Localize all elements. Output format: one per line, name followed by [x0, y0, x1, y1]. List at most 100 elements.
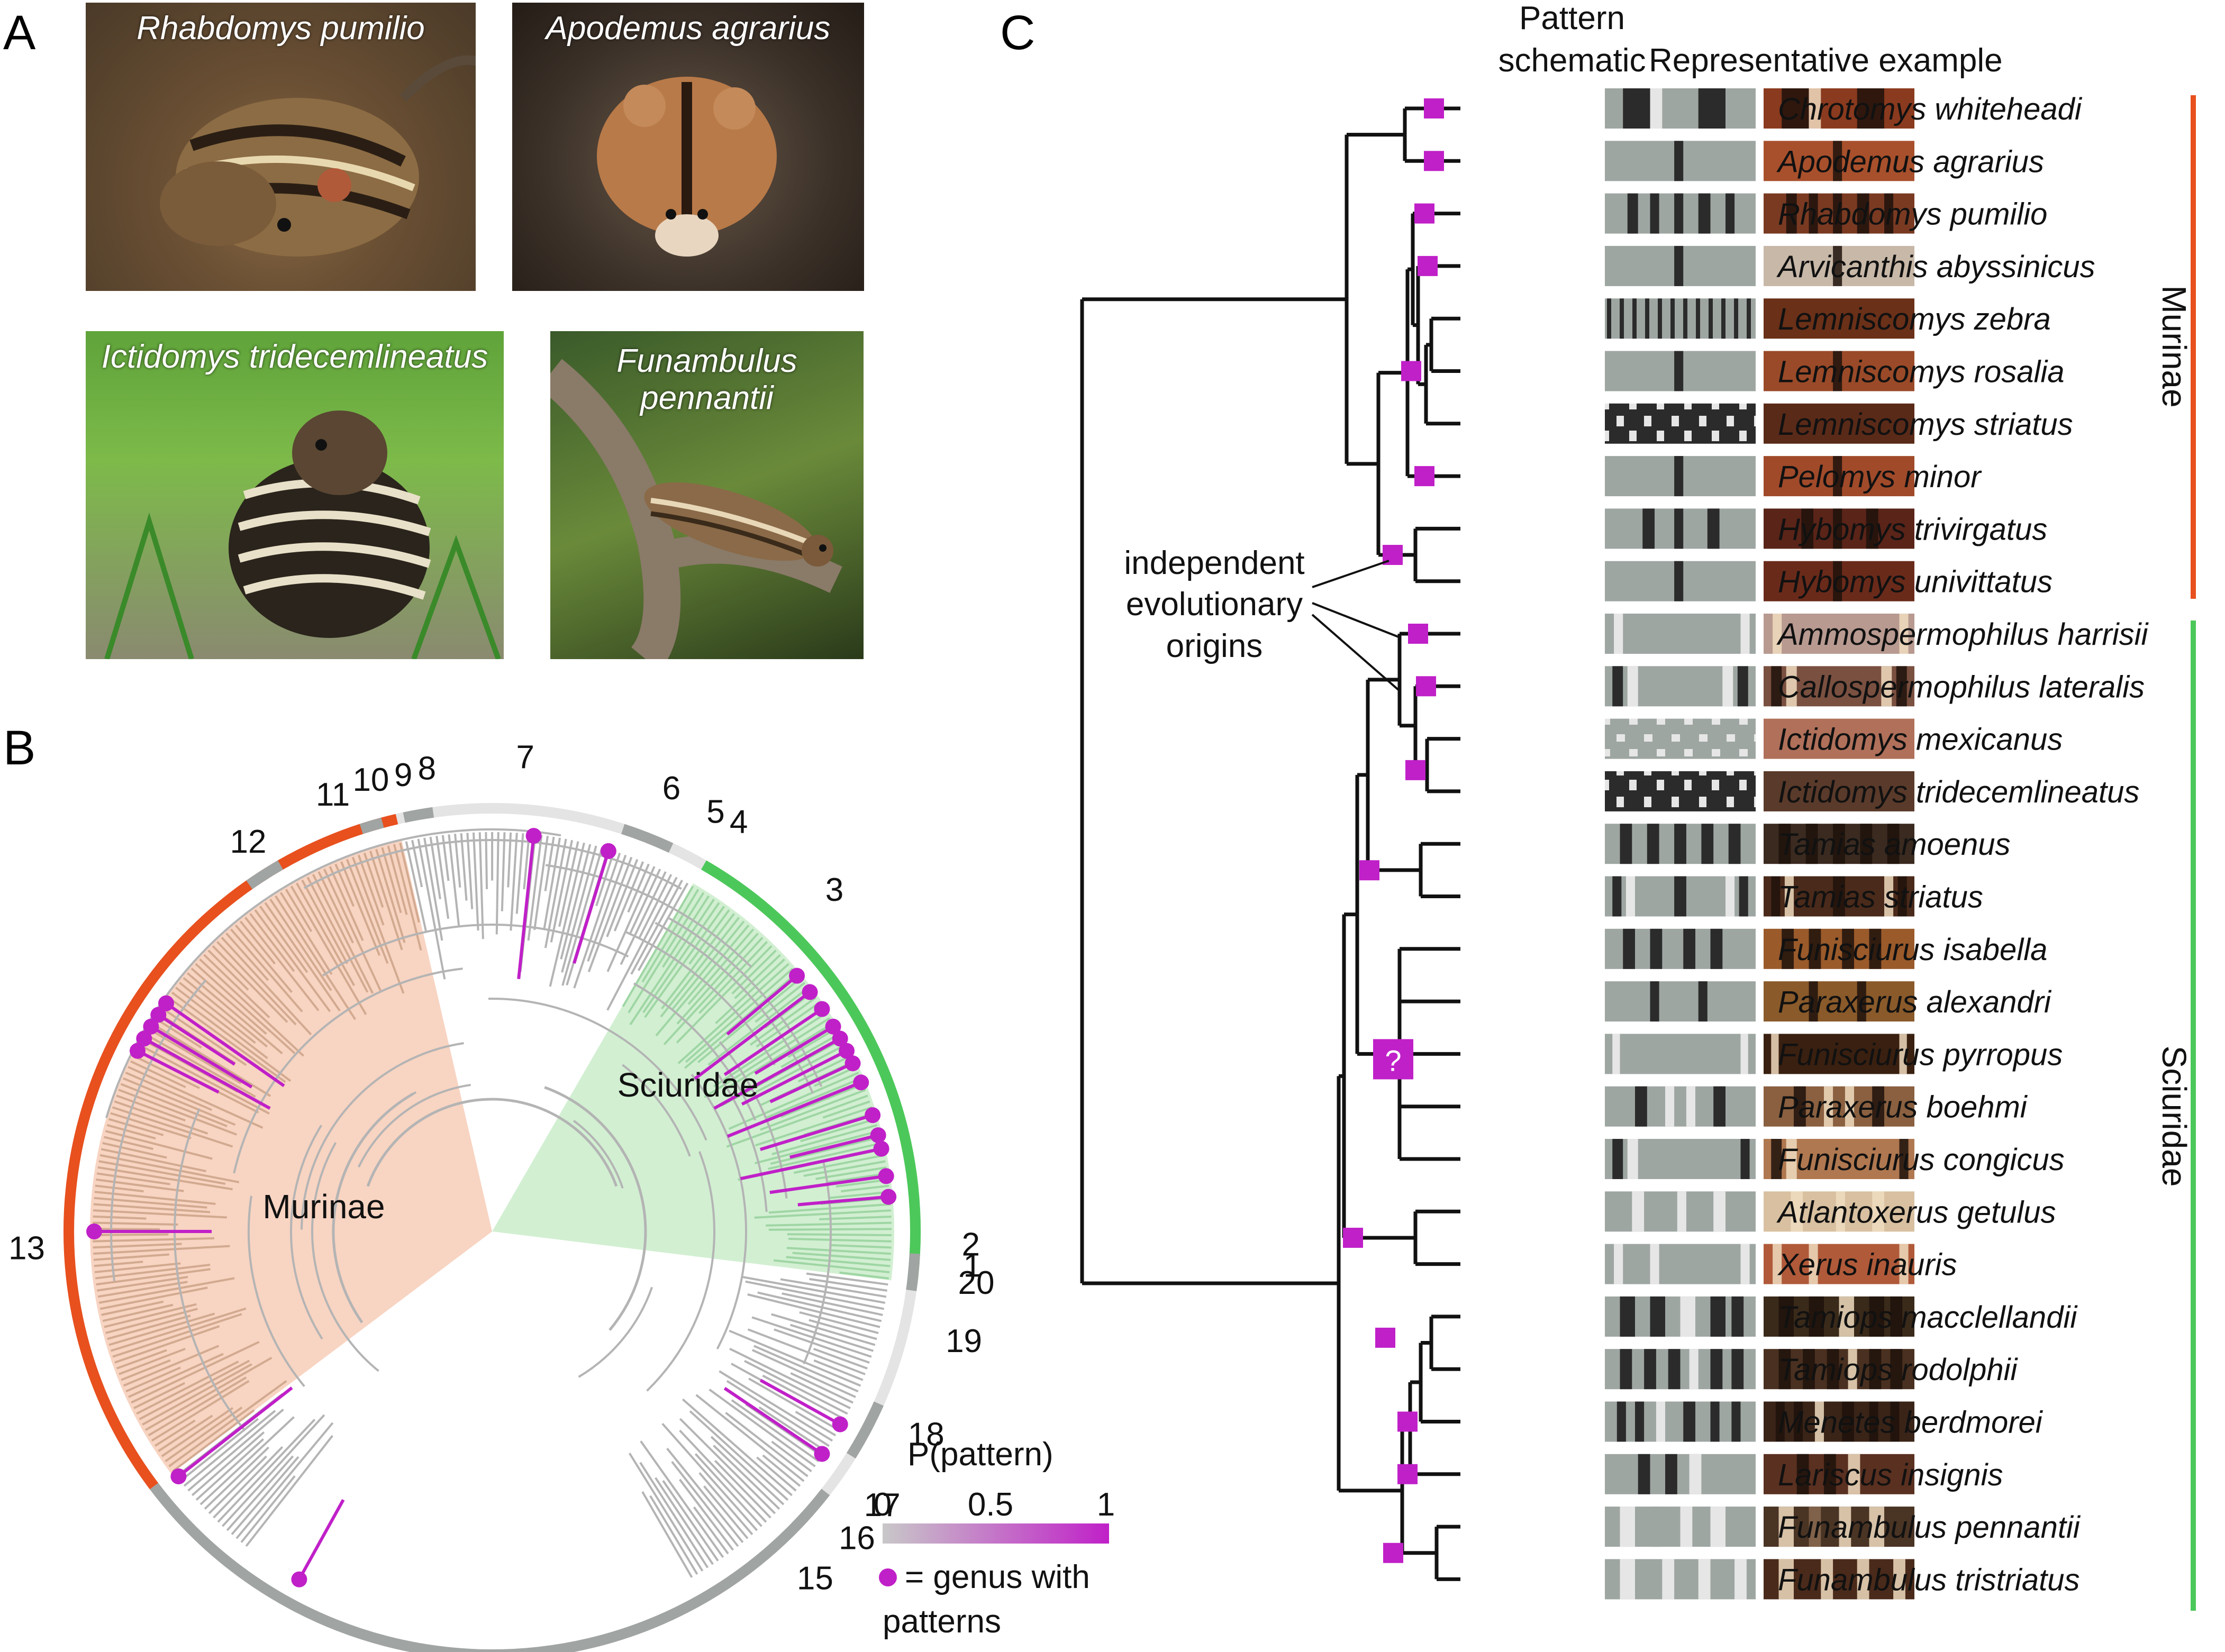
uncertain-origin-marker [1373, 1039, 1413, 1080]
tree-tip-branch [208, 1455, 267, 1514]
tree-tip-branch [329, 866, 364, 941]
tree-tip-branch [235, 1422, 334, 1539]
header-schematic-1: Pattern [1519, 0, 1625, 36]
pattern-schematic [1605, 456, 1756, 497]
tree-internal-arc [174, 1108, 246, 1432]
group-number-label: 11 [316, 777, 350, 813]
tree-tip-branch [786, 1247, 891, 1255]
tree-tip-branch [762, 1374, 846, 1420]
tree-tip-branch [719, 1370, 833, 1442]
tree-tip-branch [94, 1261, 143, 1267]
tree-tip-branch [688, 909, 730, 965]
group-number-label: 7 [516, 739, 534, 775]
tree-tip-branch [142, 1363, 252, 1426]
tree-tip-branch [515, 833, 524, 914]
tree-tip-branch [98, 1277, 235, 1304]
tree-tip-branch [671, 1461, 739, 1547]
pattern-schematic [1605, 1244, 1756, 1284]
tree-tip-branch [734, 954, 781, 999]
species-name: Lemniscomys zebra [1778, 302, 2051, 336]
pattern-branch [723, 1386, 823, 1456]
tree-tip-branch [279, 892, 333, 975]
tree-tip-branch [780, 1083, 864, 1118]
tree-tip-branch [144, 1033, 256, 1098]
representative-example [1764, 1244, 1914, 1284]
tree-tip-branch [558, 841, 579, 927]
tree-tip-branch [417, 838, 446, 980]
genus-with-pattern-dot [814, 1446, 830, 1462]
genus-with-pattern-dot [136, 1030, 152, 1047]
tree-tip-branch [112, 1106, 233, 1148]
legend-genus-dot [879, 1568, 897, 1586]
tree-tip-branch [234, 924, 293, 993]
group-label-sciuridae: Sciuridae [2155, 1046, 2193, 1187]
tree-tip-branch [295, 882, 356, 987]
group-number-label: 20 [958, 1265, 994, 1301]
tree-tip-branch [714, 1459, 771, 1519]
genus-with-pattern-dot [86, 1224, 102, 1239]
tree-tip-branch [744, 1359, 848, 1415]
species-name: Pelomys minor [1778, 460, 1982, 494]
pattern-schematic [1605, 981, 1756, 1022]
tree-tip-branch [207, 950, 249, 991]
tree-tip-branch [698, 1472, 753, 1536]
tree-tip-branch [679, 1478, 734, 1551]
tree-tip-branch [766, 1221, 892, 1227]
tree-tip-branch [110, 1307, 247, 1352]
pattern-branch [723, 1007, 823, 1076]
group-ring-18 [846, 1401, 884, 1459]
group-number-label: 12 [230, 824, 266, 860]
tree-tip-branch [726, 1380, 830, 1447]
legend-title: P(pattern) [907, 1436, 1054, 1473]
tree-tip-branch [225, 933, 269, 981]
tree-tip-branch [122, 1077, 236, 1126]
field-mouse-photo-icon [597, 77, 777, 257]
pattern-branch [740, 1147, 882, 1181]
genus-with-pattern-dot [839, 1043, 855, 1059]
group-ring-sciuridae [701, 860, 921, 1284]
tree-tip-branch [813, 1347, 868, 1370]
tree-tip-branch [774, 1328, 870, 1364]
tree-tip-branch [613, 861, 644, 932]
tree-tip-branch [138, 1044, 270, 1115]
group-number-label: 16 [839, 1520, 875, 1557]
tree-tip-branch [507, 832, 512, 888]
pattern-branch [797, 1195, 889, 1207]
tree-tip-branch [94, 1262, 181, 1273]
genus-with-pattern-dot [600, 843, 616, 859]
pattern-schematic [1605, 824, 1756, 864]
pattern-branch [726, 1081, 862, 1138]
pattern-schematic [1605, 1034, 1756, 1074]
pattern-origin-marker [1416, 676, 1436, 697]
tree-tip-branch [93, 1245, 230, 1255]
tree-tip-branch [97, 1281, 188, 1298]
tree-tip-branch [158, 1414, 213, 1452]
tree-tip-branch [160, 1007, 247, 1066]
representative-example [1764, 1349, 1914, 1390]
tree-tip-branch [771, 1440, 812, 1473]
tree-tip-branch [190, 968, 267, 1035]
species-name: Chrotomys whiteheadi [1778, 92, 2083, 126]
tree-tip-branch [323, 869, 382, 992]
tree-tip-branch [649, 1495, 698, 1575]
group-number-label: 1 [964, 1247, 982, 1284]
tree-tip-branch [369, 851, 403, 951]
genus-with-pattern-dot [832, 1416, 848, 1432]
tree-tip-branch [130, 1340, 260, 1404]
tree-tip-branch [800, 1118, 876, 1143]
tree-tip-branch [544, 836, 555, 891]
tree-tip-branch [663, 936, 764, 1045]
pattern-schematic [1605, 928, 1756, 969]
pattern-branch [165, 1002, 285, 1088]
tree-tip-branch [96, 1268, 211, 1286]
pattern-origin-marker [1375, 1327, 1395, 1348]
species-name: Hybomys univittatus [1778, 565, 2053, 599]
species-name: Ictidomys tridecemlineatus [1778, 775, 2139, 809]
representative-example [1764, 824, 1914, 864]
pattern-schematic [1605, 193, 1756, 234]
tree-tip-branch [707, 987, 810, 1066]
tree-tip-branch [195, 963, 296, 1054]
pattern-schematic [1605, 561, 1756, 601]
pattern-schematic [1605, 718, 1756, 759]
tree-tip-branch [249, 912, 295, 972]
